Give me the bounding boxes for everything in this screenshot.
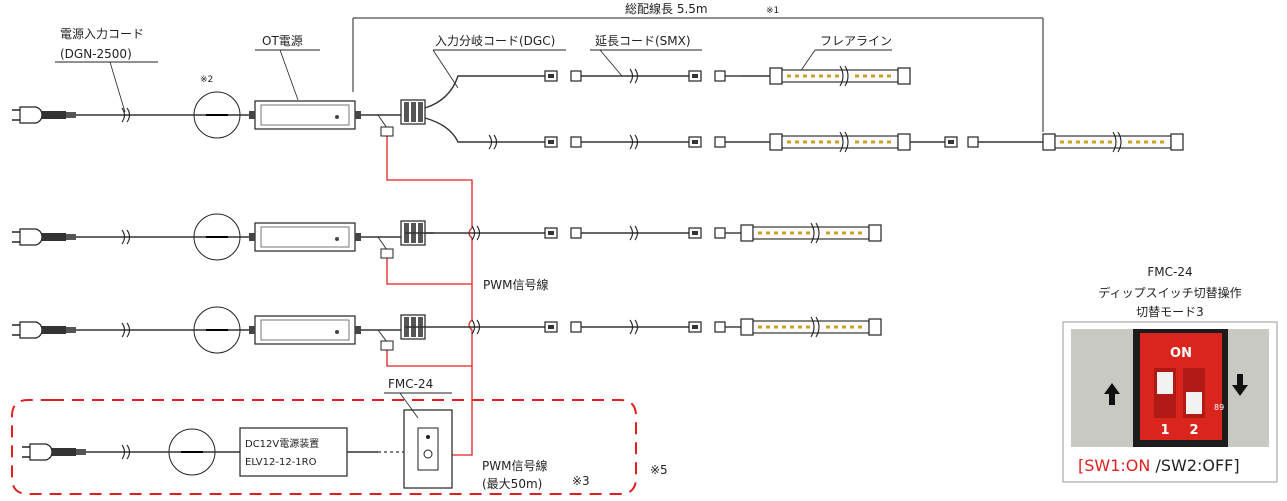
caption-sw1: SW1:ON (1084, 456, 1150, 475)
branch-cord-label: 入力分岐コード(DGC) (435, 34, 555, 48)
system-row-1: ※2 (11, 65, 1184, 153)
pwm-line-label: PWM信号線 (483, 277, 548, 292)
flare-line-label: フレアライン (820, 34, 892, 48)
pwm-signal-wiring (386, 135, 473, 456)
dc-unit-model: ELV12-12-1RO (245, 457, 317, 468)
total-length-note: ※1 (766, 6, 779, 16)
dip-num-2: 2 (1189, 423, 1198, 438)
total-length-dimension: 総配線長 5.5m ※1 (352, 1, 1044, 132)
panel-title-operation: ディップスイッチ切替操作 (1098, 285, 1241, 300)
note3-mark: ※3 (572, 474, 590, 488)
caption-bracket: [ (1078, 456, 1084, 475)
arrow-down-icon (1232, 374, 1248, 396)
dc-unit-label: DC12V電源装置 (245, 437, 319, 450)
dip-num-1: 1 (1160, 423, 1169, 438)
ot-power-label: OT電源 (262, 34, 303, 48)
dip-side-mark: 89 (1214, 403, 1224, 412)
pwm-line2-max: (最大50m) (482, 477, 542, 491)
system-row-3 (11, 306, 881, 354)
system-row-2 (11, 213, 881, 261)
input-cord-model: (DGN-2500) (60, 47, 132, 61)
extension-cord-label: 延長コード(SMX) (595, 34, 691, 48)
caption-sw2: /SW2:OFF] (1150, 456, 1239, 475)
total-length-label: 総配線長 5.5m (625, 1, 708, 16)
dip-switch-panel: FMC-24 ディップスイッチ切替操作 切替モード3 ON 1 2 89 [SW… (1062, 265, 1278, 483)
switch-caption: [SW1:ON /SW2:OFF] (1078, 456, 1240, 475)
dip-on-label: ON (1170, 346, 1192, 361)
panel-title-model: FMC-24 (1147, 265, 1192, 279)
panel-title-mode: 切替モード3 (1136, 305, 1204, 319)
fmc-control-group: DC12V電源装置 ELV12-12-1RO FMC-24 PWM信号線 (最大… (11, 377, 668, 495)
note5-mark: ※5 (650, 463, 668, 477)
pwm-line2-label: PWM信号線 (482, 458, 547, 473)
fmc-label: FMC-24 (388, 377, 433, 391)
input-cord-label: 電源入力コード (60, 27, 144, 41)
note2-mark: ※2 (200, 75, 213, 85)
arrow-up-icon (1104, 383, 1120, 405)
